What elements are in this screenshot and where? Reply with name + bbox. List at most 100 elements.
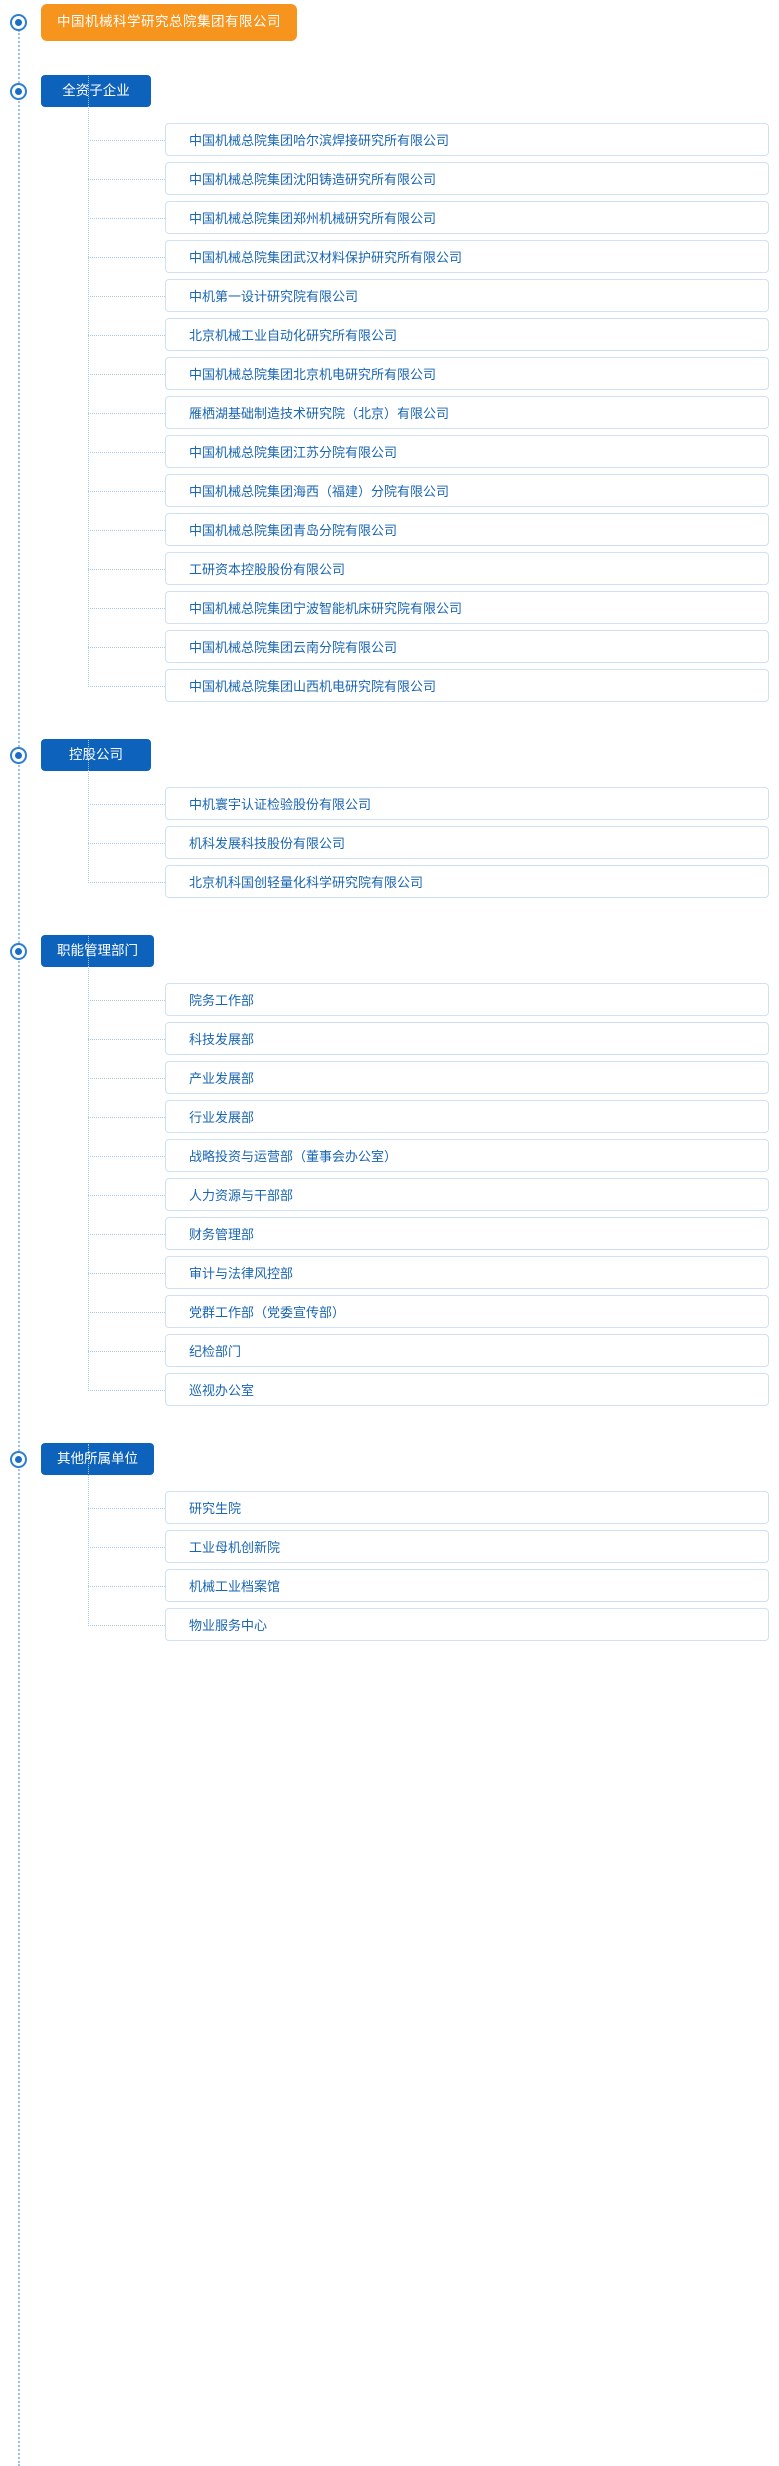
org-item-card[interactable]: 战略投资与运营部（董事会办公室） (165, 1139, 769, 1172)
org-item-row: 中国机械总院集团江苏分院有限公司 (0, 432, 779, 471)
item-connector-line (88, 217, 165, 219)
org-item-row: 北京机科国创轻量化科学研究院有限公司 (0, 862, 779, 901)
org-item-row: 工研资本控股股份有限公司 (0, 549, 779, 588)
item-connector-line (88, 178, 165, 180)
item-connector-line (88, 568, 165, 570)
org-item-row: 中国机械总院集团武汉材料保护研究所有限公司 (0, 237, 779, 276)
org-item-row: 行业发展部 (0, 1097, 779, 1136)
org-item-row: 产业发展部 (0, 1058, 779, 1097)
org-item-row: 战略投资与运营部（董事会办公室） (0, 1136, 779, 1175)
org-item-row: 中国机械总院集团郑州机械研究所有限公司 (0, 198, 779, 237)
org-item-card[interactable]: 巡视办公室 (165, 1373, 769, 1406)
item-connector-line (88, 1389, 165, 1391)
org-item-card[interactable]: 机械工业档案馆 (165, 1569, 769, 1602)
item-connector-line (88, 607, 165, 609)
org-item-card[interactable]: 党群工作部（党委宣传部） (165, 1295, 769, 1328)
org-item-row: 雁栖湖基础制造技术研究院（北京）有限公司 (0, 393, 779, 432)
group-category-badge[interactable]: 控股公司 (41, 738, 151, 772)
org-item-row: 工业母机创新院 (0, 1527, 779, 1566)
org-item-card[interactable]: 中国机械总院集团青岛分院有限公司 (165, 513, 769, 546)
org-item-card[interactable]: 中机寰宇认证检验股份有限公司 (165, 787, 769, 820)
org-item-row: 中国机械总院集团青岛分院有限公司 (0, 510, 779, 549)
org-item-row: 中国机械总院集团海西（福建）分院有限公司 (0, 471, 779, 510)
groups-container: 全资子企业中国机械总院集团哈尔滨焊接研究所有限公司中国机械总院集团沈阳铸造研究所… (0, 74, 779, 1648)
main-vertical-connector (18, 30, 20, 2466)
org-item-row: 党群工作部（党委宣传部） (0, 1292, 779, 1331)
org-item-card[interactable]: 中国机械总院集团宁波智能机床研究院有限公司 (165, 591, 769, 624)
org-item-card[interactable]: 中国机械总院集团北京机电研究所有限公司 (165, 357, 769, 390)
org-item-card[interactable]: 物业服务中心 (165, 1608, 769, 1641)
org-item-row: 中国机械总院集团沈阳铸造研究所有限公司 (0, 159, 779, 198)
org-item-row: 巡视办公室 (0, 1370, 779, 1409)
org-item-card[interactable]: 财务管理部 (165, 1217, 769, 1250)
group-item-list: 中国机械总院集团哈尔滨焊接研究所有限公司中国机械总院集团沈阳铸造研究所有限公司中… (0, 76, 779, 709)
org-item-card[interactable]: 行业发展部 (165, 1100, 769, 1133)
org-item-card[interactable]: 中国机械总院集团云南分院有限公司 (165, 630, 769, 663)
org-item-row: 中国机械总院集团北京机电研究所有限公司 (0, 354, 779, 393)
org-item-row: 院务工作部 (0, 980, 779, 1019)
group-header: 职能管理部门 (0, 934, 779, 968)
org-item-card[interactable]: 雁栖湖基础制造技术研究院（北京）有限公司 (165, 396, 769, 429)
org-item-card[interactable]: 纪检部门 (165, 1334, 769, 1367)
group-node-marker-icon (10, 746, 27, 764)
item-connector-line (88, 373, 165, 375)
org-item-card[interactable]: 研究生院 (165, 1491, 769, 1524)
group-item-list: 院务工作部科技发展部产业发展部行业发展部战略投资与运营部（董事会办公室） 人力资源… (0, 936, 779, 1413)
org-item-card[interactable]: 中国机械总院集团沈阳铸造研究所有限公司 (165, 162, 769, 195)
org-item-row: 人力资源与干部部 (0, 1175, 779, 1214)
org-item-card[interactable]: 北京机械工业自动化研究所有限公司 (165, 318, 769, 351)
org-item-row: 研究生院 (0, 1488, 779, 1527)
item-connector-line (88, 334, 165, 336)
org-item-row: 中国机械总院集团山西机电研究院有限公司 (0, 666, 779, 705)
group-node-marker-icon (10, 942, 27, 960)
org-item-row: 北京机械工业自动化研究所有限公司 (0, 315, 779, 354)
org-item-card[interactable]: 中国机械总院集团哈尔滨焊接研究所有限公司 (165, 123, 769, 156)
item-connector-line (88, 256, 165, 258)
item-connector-line (88, 451, 165, 453)
item-connector-line (88, 1272, 165, 1274)
item-connector-line (88, 685, 165, 687)
org-item-row: 财务管理部 (0, 1214, 779, 1253)
org-item-card[interactable]: 机科发展科技股份有限公司 (165, 826, 769, 859)
org-item-card[interactable]: 工研资本控股股份有限公司 (165, 552, 769, 585)
org-item-card[interactable]: 人力资源与干部部 (165, 1178, 769, 1211)
group-header: 其他所属单位 (0, 1442, 779, 1476)
org-item-card[interactable]: 北京机科国创轻量化科学研究院有限公司 (165, 865, 769, 898)
group-node-marker-icon (10, 1450, 27, 1468)
root-company-badge[interactable]: 中国机械科学研究总院集团有限公司 (41, 4, 297, 41)
item-connector-line (88, 1311, 165, 1313)
group-category-badge[interactable]: 其他所属单位 (41, 1442, 154, 1476)
org-item-row: 中国机械总院集团哈尔滨焊接研究所有限公司 (0, 120, 779, 159)
org-item-card[interactable]: 工业母机创新院 (165, 1530, 769, 1563)
org-item-card[interactable]: 中国机械总院集团武汉材料保护研究所有限公司 (165, 240, 769, 273)
group-category-badge[interactable]: 职能管理部门 (41, 934, 154, 968)
item-connector-line (88, 881, 165, 883)
org-group: 全资子企业中国机械总院集团哈尔滨焊接研究所有限公司中国机械总院集团沈阳铸造研究所… (0, 74, 779, 709)
item-connector-line (88, 1507, 165, 1509)
group-item-list: 研究生院工业母机创新院机械工业档案馆物业服务中心 (0, 1444, 779, 1648)
org-item-card[interactable]: 中机第一设计研究院有限公司 (165, 279, 769, 312)
item-connector-line (88, 842, 165, 844)
org-item-card[interactable]: 中国机械总院集团山西机电研究院有限公司 (165, 669, 769, 702)
org-item-card[interactable]: 科技发展部 (165, 1022, 769, 1055)
item-connector-line (88, 1155, 165, 1157)
org-item-card[interactable]: 产业发展部 (165, 1061, 769, 1094)
root-node-marker-icon (10, 14, 27, 31)
item-connector-line (88, 999, 165, 1001)
item-connector-line (88, 1194, 165, 1196)
org-item-card[interactable]: 审计与法律风控部 (165, 1256, 769, 1289)
item-connector-line (88, 1585, 165, 1587)
group-node-marker-icon (10, 82, 27, 100)
org-item-card[interactable]: 院务工作部 (165, 983, 769, 1016)
org-item-card[interactable]: 中国机械总院集团海西（福建）分院有限公司 (165, 474, 769, 507)
group-header: 控股公司 (0, 738, 779, 772)
item-connector-line (88, 1077, 165, 1079)
org-group: 控股公司中机寰宇认证检验股份有限公司机科发展科技股份有限公司北京机科国创轻量化科… (0, 738, 779, 905)
org-item-card[interactable]: 中国机械总院集团江苏分院有限公司 (165, 435, 769, 468)
item-connector-line (88, 490, 165, 492)
group-category-badge[interactable]: 全资子企业 (41, 74, 151, 108)
org-item-card[interactable]: 中国机械总院集团郑州机械研究所有限公司 (165, 201, 769, 234)
item-connector-line (88, 139, 165, 141)
org-group: 职能管理部门院务工作部科技发展部产业发展部行业发展部战略投资与运营部（董事会办公… (0, 934, 779, 1413)
